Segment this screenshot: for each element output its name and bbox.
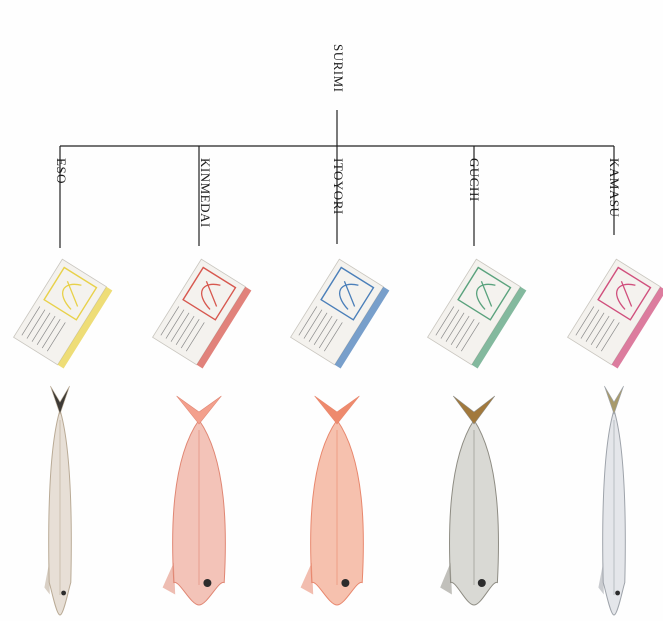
species-label-kinmedai: KINMEDAI (199, 158, 212, 228)
fish-eye (478, 579, 486, 587)
fish-fin (598, 563, 603, 595)
product-box-guchi (428, 259, 527, 368)
species-label-eso: ESO (55, 158, 68, 184)
product-box-kamasu (568, 259, 663, 368)
fish-fin (301, 563, 314, 595)
species-label-itoyori: ITOYORI (332, 158, 345, 215)
fish-kamasu (598, 386, 625, 615)
fish-eso (44, 386, 71, 615)
fish-tail (453, 396, 495, 424)
fish-fin (44, 563, 49, 595)
fish-itoyori (301, 396, 364, 605)
species-label-kamasu: KAMASU (608, 158, 621, 217)
fish-kinmedai (163, 396, 226, 605)
fish-eye (61, 591, 66, 596)
fish-eye (341, 579, 349, 587)
product-box-itoyori (291, 259, 390, 368)
product-box-kinmedai (153, 259, 252, 368)
root-label: SURIMI (332, 44, 345, 93)
species-label-guchi: GUCHI (468, 158, 481, 202)
fish-fin (440, 563, 452, 595)
fish-fin (163, 563, 176, 595)
fish-eye (615, 591, 620, 596)
fish-guchi (440, 396, 498, 605)
fish-tail (177, 396, 222, 424)
fish-eye (203, 579, 211, 587)
fish-tail (315, 396, 360, 424)
fish-tail (604, 386, 623, 414)
product-box-eso (14, 259, 113, 368)
fish-tail (50, 386, 69, 414)
